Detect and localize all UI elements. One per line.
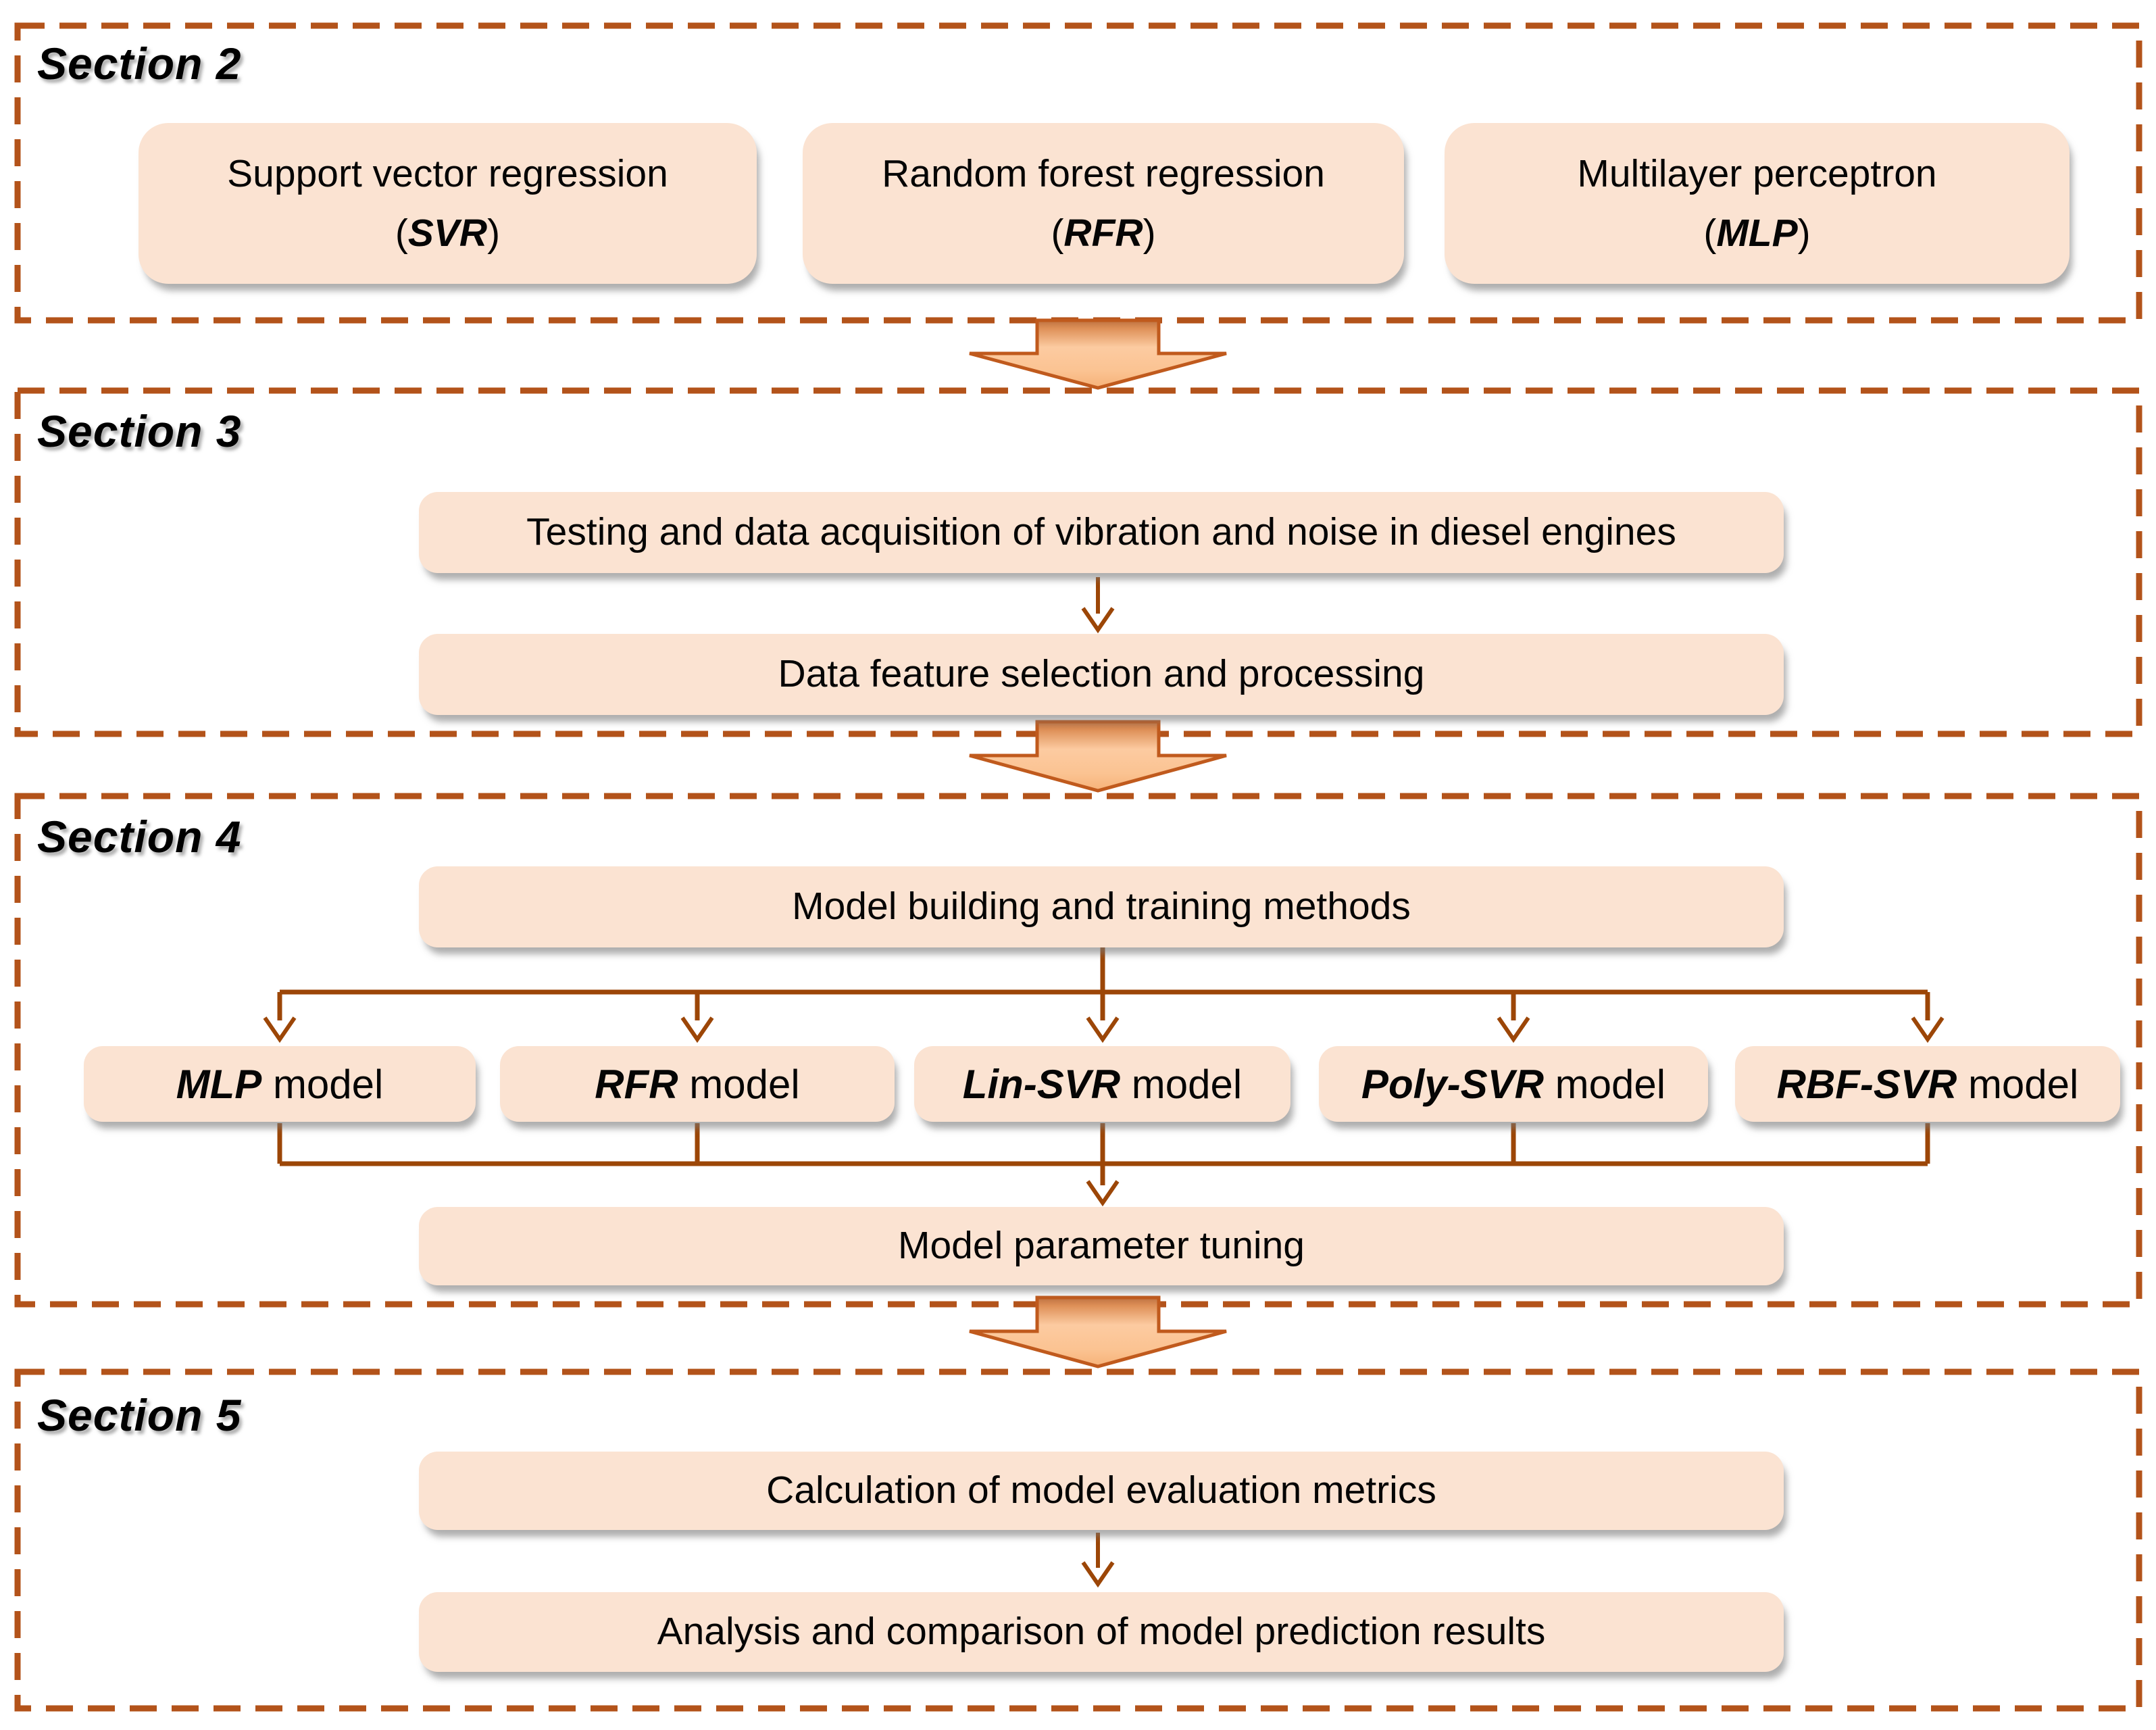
- paren-open: (: [395, 212, 408, 255]
- section2-label: Section 2: [37, 39, 242, 89]
- lin-svr-model-rest: model: [1120, 1061, 1243, 1107]
- rfr-box-title: Random forest regression: [882, 151, 1325, 195]
- mlp-box: Multilayer perceptron (MLP): [1445, 123, 2070, 284]
- rfr-model-box: RFR model: [500, 1046, 895, 1122]
- rbf-svr-model-rest: model: [1957, 1061, 2079, 1107]
- section3-arrowhead-icon: [1081, 607, 1115, 634]
- mlp-model-box: MLP model: [84, 1046, 476, 1122]
- model-building-text: Model building and training methods: [792, 885, 1411, 929]
- mlp-box-title: Multilayer perceptron: [1577, 151, 1937, 195]
- poly-svr-model-box: Poly-SVR model: [1319, 1046, 1708, 1122]
- mlp-acronym-text: MLP: [1716, 212, 1798, 255]
- rbf-svr-model-box: RBF-SVR model: [1735, 1046, 2120, 1122]
- svr-box: Support vector regression (SVR): [139, 123, 757, 284]
- svr-box-title: Support vector regression: [227, 151, 668, 195]
- paren-close: ): [1143, 212, 1156, 255]
- model-building-box: Model building and training methods: [419, 866, 1784, 947]
- section5-arrowhead-icon: [1081, 1561, 1115, 1588]
- data-feature-selection-text: Data feature selection and processing: [778, 652, 1425, 696]
- section4-branch-arrowheads-icon: [263, 1016, 1945, 1043]
- analysis-comparison-box: Analysis and comparison of model predict…: [419, 1592, 1784, 1672]
- analysis-comparison-text: Analysis and comparison of model predict…: [657, 1610, 1546, 1654]
- lin-svr-model-em: Lin-SVR: [962, 1061, 1121, 1107]
- rfr-box-acronym: (RFR): [1051, 203, 1155, 263]
- section3-label: Section 3: [37, 406, 242, 456]
- big-down-arrow-1-icon: [969, 318, 1227, 390]
- section4-branch-connectors-top: [277, 945, 1930, 1020]
- rfr-model-rest: model: [678, 1061, 800, 1107]
- mlp-model-em: MLP: [176, 1061, 262, 1107]
- big-down-arrow-2-icon: [969, 720, 1227, 793]
- data-feature-selection-box: Data feature selection and processing: [419, 634, 1784, 715]
- poly-svr-model-em: Poly-SVR: [1361, 1061, 1544, 1107]
- paren-open: (: [1703, 212, 1717, 255]
- big-down-arrow-3-icon: [969, 1295, 1227, 1368]
- evaluation-metrics-box: Calculation of model evaluation metrics: [419, 1452, 1784, 1530]
- paren-close: ): [487, 212, 501, 255]
- section4-converge-connectors: [277, 1123, 1930, 1185]
- section5-label: Section 5: [37, 1390, 242, 1440]
- model-parameter-tuning-text: Model parameter tuning: [897, 1224, 1305, 1268]
- section4-label: Section 4: [37, 812, 242, 862]
- evaluation-metrics-text: Calculation of model evaluation metrics: [766, 1468, 1436, 1512]
- lin-svr-model-box: Lin-SVR model: [914, 1046, 1290, 1122]
- section5-dashed-border: [14, 1368, 2142, 1712]
- svr-acronym-text: SVR: [407, 212, 488, 255]
- rfr-model-em: RFR: [595, 1061, 678, 1107]
- testing-data-acquisition-text: Testing and data acquisition of vibratio…: [526, 510, 1676, 554]
- paren-close: ): [1797, 212, 1811, 255]
- rfr-box: Random forest regression (RFR): [803, 123, 1404, 284]
- paren-open: (: [1051, 212, 1064, 255]
- mlp-box-acronym: (MLP): [1703, 203, 1810, 263]
- mlp-model-rest: model: [261, 1061, 384, 1107]
- rfr-acronym-text: RFR: [1063, 212, 1143, 255]
- model-parameter-tuning-box: Model parameter tuning: [419, 1207, 1784, 1285]
- rbf-svr-model-em: RBF-SVR: [1776, 1061, 1957, 1107]
- svr-box-acronym: (SVR): [395, 203, 500, 263]
- poly-svr-model-rest: model: [1543, 1061, 1666, 1107]
- section4-converge-arrowhead-icon: [1086, 1180, 1120, 1207]
- testing-data-acquisition-box: Testing and data acquisition of vibratio…: [419, 492, 1784, 573]
